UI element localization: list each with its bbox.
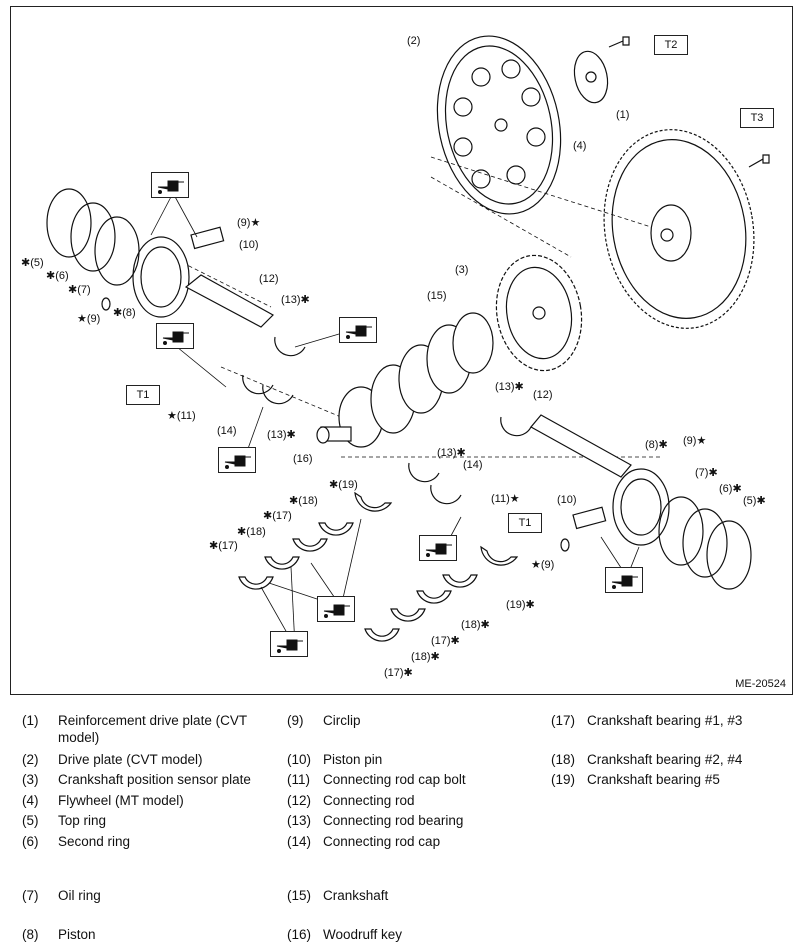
- oil-can-icon: [156, 323, 194, 349]
- callout: ✱(19): [329, 479, 358, 491]
- callout: (15): [427, 290, 447, 302]
- callout: ✱(6): [46, 270, 69, 282]
- callout: (14): [217, 425, 237, 437]
- torque-label-t1-left: T1: [126, 385, 160, 405]
- callout: (3): [455, 264, 469, 276]
- callout: (13)✱: [437, 447, 466, 459]
- callout: (9)★: [683, 435, 707, 447]
- callout: ★(9): [77, 313, 101, 325]
- callout: (7)✱: [695, 467, 718, 479]
- sensor-plate-drawing: [495, 254, 583, 372]
- callout: (6)✱: [719, 483, 742, 495]
- oil-can-icon: [317, 596, 355, 622]
- callout: (1): [616, 109, 630, 121]
- exploded-view-figure: T2 T3 T1 T1 (2) (1) (4) (3) (15) (9)★ (1…: [10, 6, 793, 695]
- callout: ✱(17): [263, 510, 292, 522]
- oil-can-icon: [339, 317, 377, 343]
- callout: ★(11): [167, 410, 196, 422]
- callout: (13)✱: [267, 429, 296, 441]
- callout: (4): [573, 140, 587, 152]
- left-piston-drawing: [132, 226, 274, 328]
- callout: (19)✱: [506, 599, 535, 611]
- callout: (13)✱: [281, 294, 310, 306]
- main-bearings-drawing: [238, 491, 519, 642]
- callout: ✱(18): [237, 526, 266, 538]
- reinforcement-plate-drawing: [573, 50, 609, 104]
- torque-label-t3: T3: [740, 108, 774, 128]
- callout: ✱(8): [113, 307, 136, 319]
- callout: ✱(7): [68, 284, 91, 296]
- callout: (18)✱: [411, 651, 440, 663]
- callout: (12): [533, 389, 553, 401]
- callout: (12): [259, 273, 279, 285]
- oil-can-icon: [605, 567, 643, 593]
- callout: (5)✱: [743, 495, 766, 507]
- callout: (14): [463, 459, 483, 471]
- oil-can-icon: [419, 535, 457, 561]
- right-piston-drawing: [530, 414, 670, 546]
- figure-id: ME-20524: [735, 678, 786, 690]
- callout: (16): [293, 453, 313, 465]
- oil-can-icon: [218, 447, 256, 473]
- callout: (18)✱: [461, 619, 490, 631]
- callout: (17)✱: [384, 667, 413, 679]
- oil-can-icon: [270, 631, 308, 657]
- torque-label-t2: T2: [654, 35, 688, 55]
- callout: (2): [407, 35, 421, 47]
- flywheel-drawing: [603, 129, 755, 329]
- callout: (11)★: [491, 493, 520, 505]
- callout: (10): [557, 494, 577, 506]
- torque-label-t1-right: T1: [508, 513, 542, 533]
- drive-plate-drawing: [436, 35, 562, 215]
- oil-can-icon: [151, 172, 189, 198]
- crankshaft-drawing: [316, 312, 494, 448]
- callout: (17)✱: [431, 635, 460, 647]
- callout: (8)✱: [645, 439, 668, 451]
- callout: ✱(5): [21, 257, 44, 269]
- parts-drawing: [46, 35, 770, 648]
- callout: (10): [239, 239, 259, 251]
- callout: ✱(17): [209, 540, 238, 552]
- callout: ★(9): [531, 559, 555, 571]
- callout: (13)✱: [495, 381, 524, 393]
- callout: ✱(18): [289, 495, 318, 507]
- callout: (9)★: [237, 217, 261, 229]
